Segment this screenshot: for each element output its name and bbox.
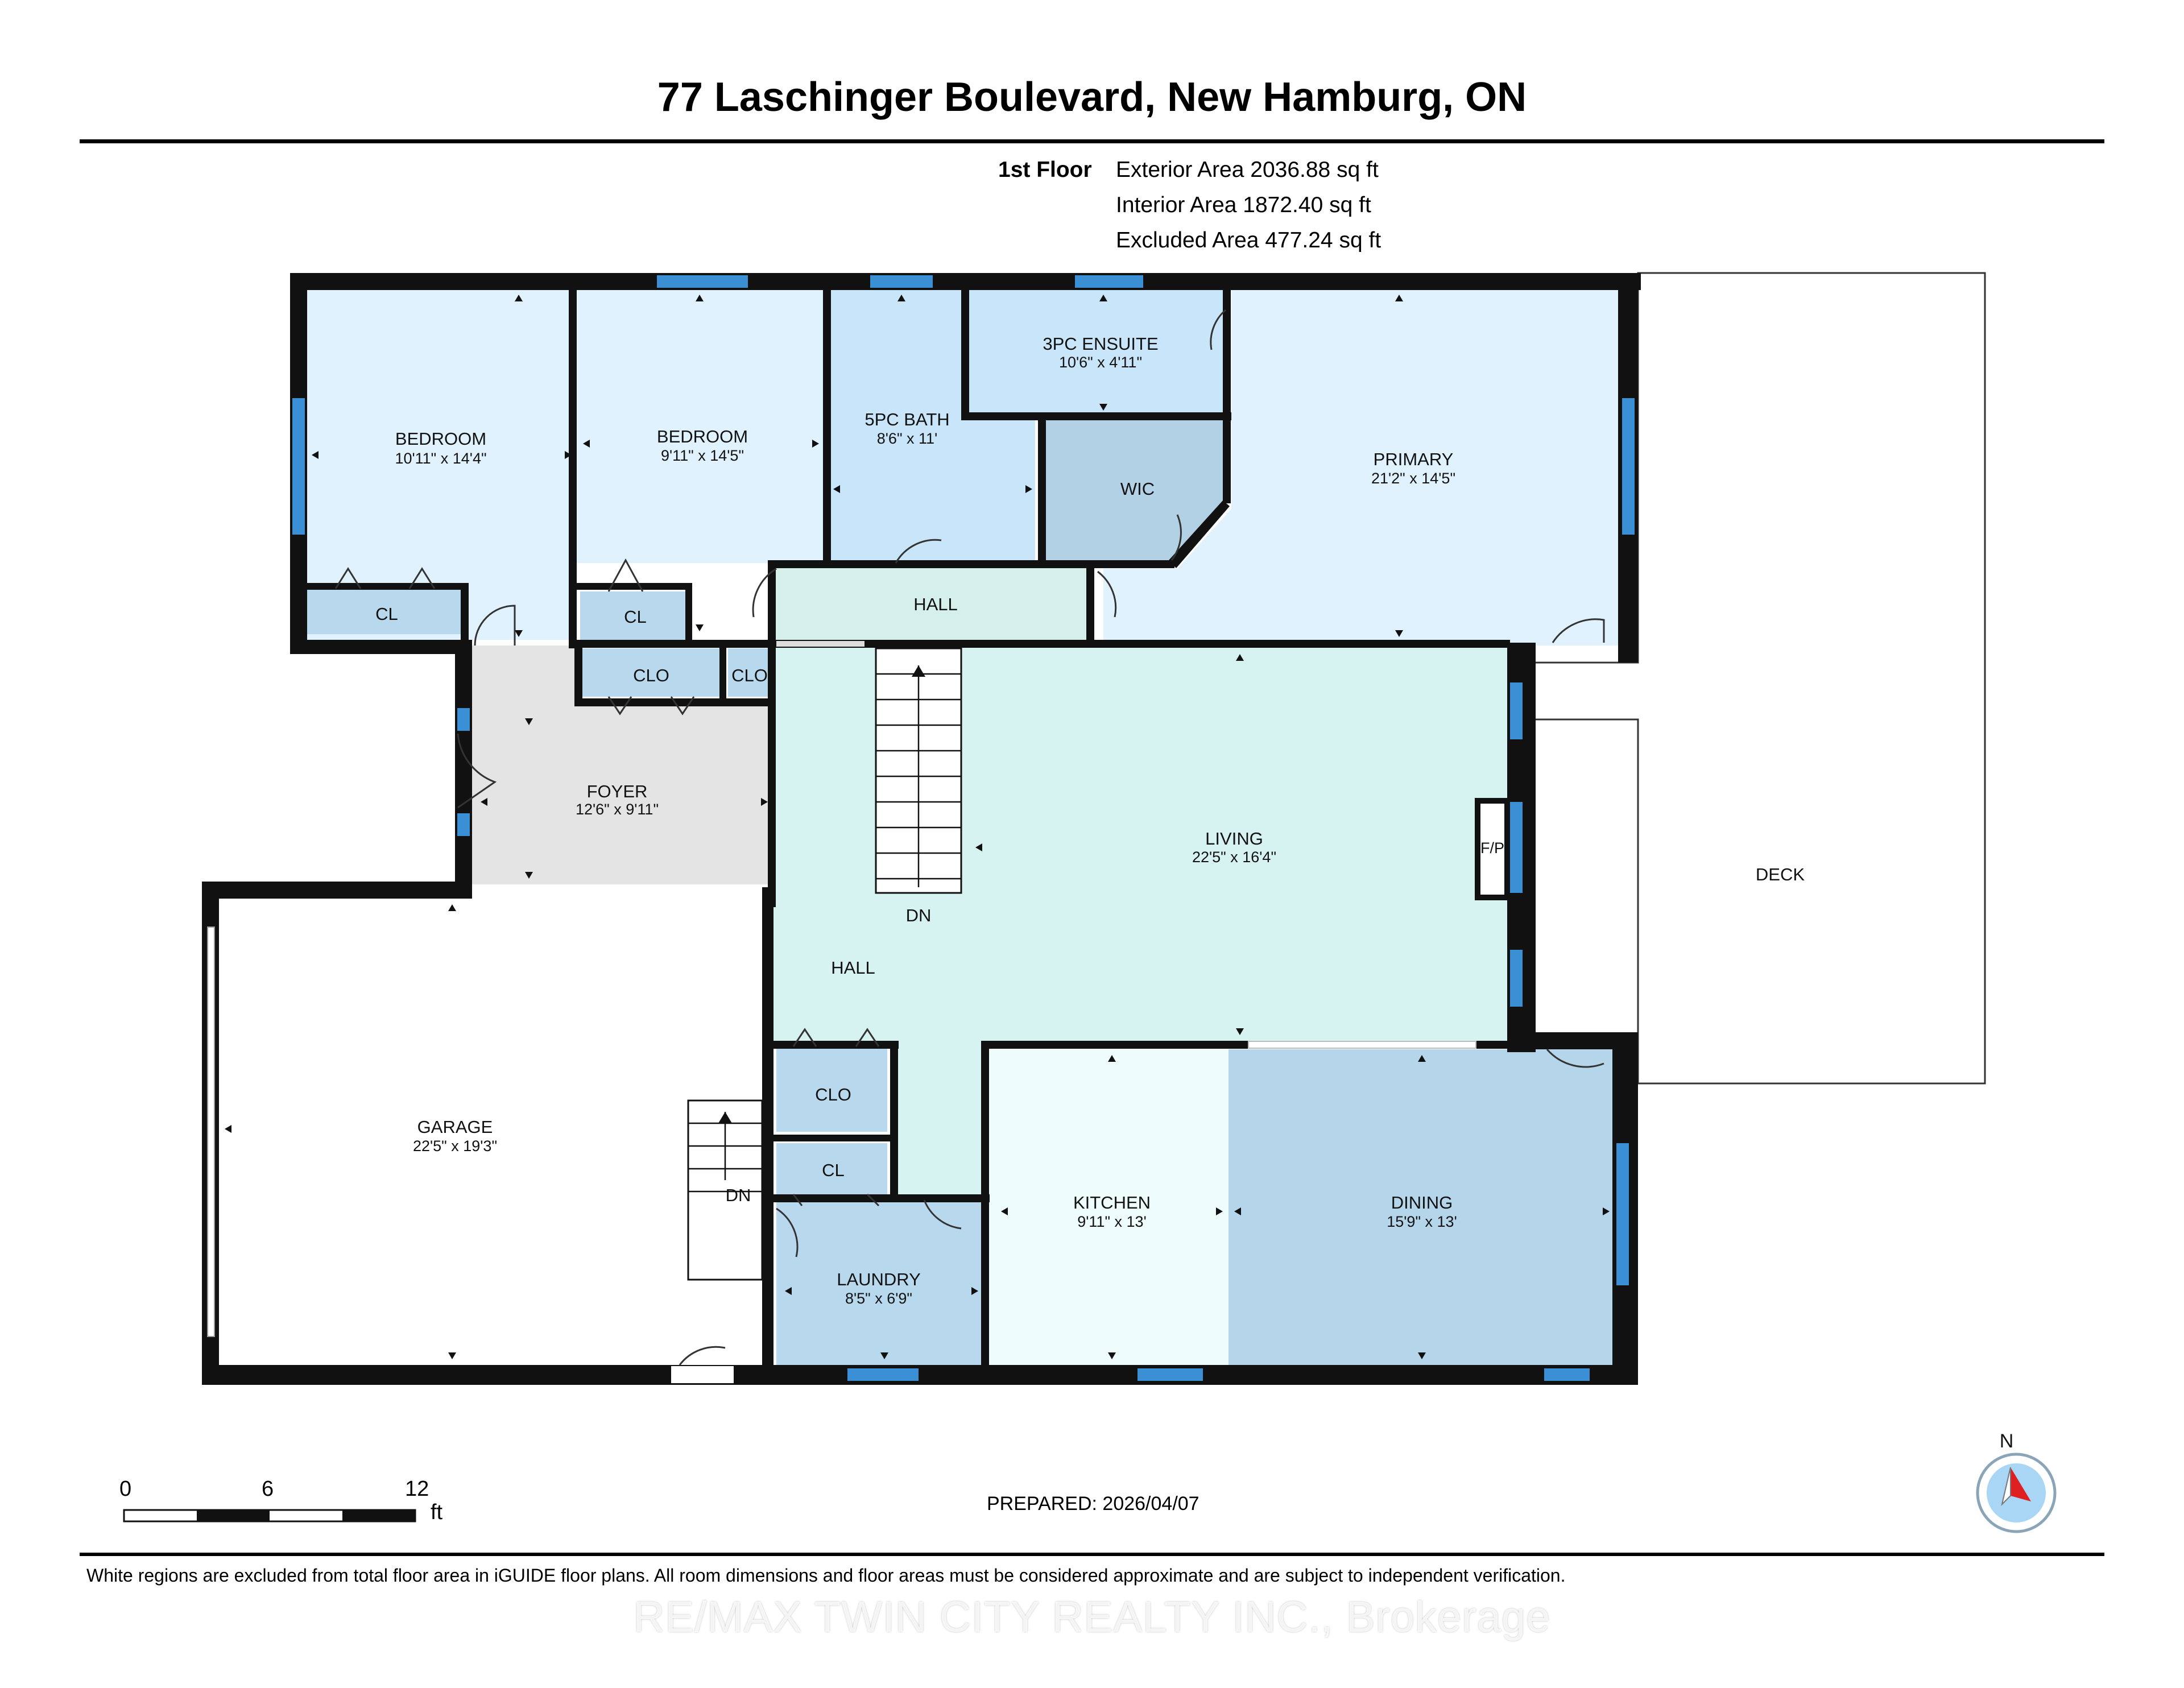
bedroom-left-dims: 10'11" x 14'4" [395,450,486,467]
living-name: LIVING [1205,829,1263,849]
fireplace-label: F/P [1480,839,1504,857]
closet-clo2 [728,648,771,697]
ensuite-dims: 10'6" x 4'11" [1059,354,1142,371]
kitchen-dims: 9'11" x 13' [1077,1213,1146,1230]
kitchen-name: KITCHEN [1073,1193,1151,1213]
scale-label-mid: 6 [262,1477,274,1501]
closet-cl2 [580,591,688,640]
scale-bar [123,1509,416,1522]
fireplace: F/P [1475,798,1510,900]
garage-name: GARAGE [417,1117,493,1137]
bedroom-middle-dims: 9'11" x 14'5" [661,447,744,464]
clo2-name: CLO [731,665,768,685]
bath-name: 5PC BATH [864,409,949,429]
stairs-garage-label: DN [726,1185,751,1205]
dining-name: DINING [1391,1193,1453,1213]
closet-clo3 [776,1046,887,1132]
clo3-name: CLO [815,1085,851,1104]
openings [207,641,1476,1383]
bedroom-middle-name: BEDROOM [657,427,748,446]
closet-clo1 [580,648,722,697]
brokerage-watermark: RE/MAX TWIN CITY REALTY INC., Brokerage [633,1593,1551,1641]
primary-name: PRIMARY [1374,449,1454,469]
foyer-dims: 12'6" x 9'11" [576,801,659,818]
page-title: 77 Laschinger Boulevard, New Hamburg, ON [657,75,1527,120]
scale-label-unit: ft [431,1500,443,1524]
clo1-name: CLO [633,665,669,685]
scale-label-max: 12 [405,1477,429,1501]
exterior-area: Exterior Area 2036.88 sq ft [1116,158,1379,182]
primary-dims: 21'2" x 14'5" [1371,470,1455,487]
laundry-name: LAUNDRY [837,1269,921,1289]
scale-label-zero: 0 [119,1477,132,1501]
stairs-main: DN [875,647,962,925]
prepared-date: PREPARED: 2026/04/07 [987,1493,1199,1515]
interior-walls [301,284,1513,1371]
hall-lower-name: HALL [831,958,875,978]
stairs-garage: DN [687,1099,763,1281]
garage-dims: 22'5" x 19'3" [413,1137,497,1155]
footer-divider [80,1553,2104,1556]
stairs-main-label: DN [906,905,932,925]
hall-upper-name: HALL [913,594,958,614]
dining [1228,1049,1618,1365]
garage [219,896,768,1365]
windows [292,275,1635,1381]
cl3-name: CL [822,1160,845,1180]
wic [1041,418,1228,563]
doors [334,309,1605,1366]
deck-label: DECK [1756,864,1805,884]
closet-cl3 [776,1143,887,1194]
foyer-name: FOYER [587,781,648,801]
north-arrow-icon: N [1976,1430,2057,1533]
header-divider [80,139,2104,143]
bedroom-left [301,290,572,640]
primary-bedroom [1103,290,1621,646]
cl1-name: CL [375,604,398,624]
laundry-dims: 8'5" x 6'9" [845,1290,912,1307]
interior-area: Interior Area 1872.40 sq ft [1116,193,1371,217]
bedroom-middle [574,290,825,563]
bedroom-left-name: BEDROOM [395,429,486,449]
exterior-walls [202,273,1641,1385]
living-dims: 22'5" x 16'4" [1192,849,1276,866]
ensuite-name: 3PC ENSUITE [1043,334,1158,354]
floor-label: 1st Floor [998,158,1092,182]
wic-name: WIC [1120,479,1155,499]
cl2-name: CL [624,607,647,627]
closet-cl1 [307,589,466,634]
excluded-area: Excluded Area 477.24 sq ft [1116,228,1381,253]
ensuite-3pc [967,290,1228,415]
laundry [776,1200,984,1365]
room-labels: BEDROOM 10'11" x 14'4" BEDROOM 9'11" x 1… [375,334,1457,1307]
compass-label: N [2000,1430,2014,1452]
disclaimer: White regions are excluded from total fl… [86,1565,1566,1586]
deck: DECK [1532,272,1986,1085]
hall-upper [774,566,1092,643]
bath-dims: 8'6" x 11' [877,430,937,447]
kitchen [990,1049,1228,1365]
dining-dims: 15'9" x 13' [1387,1213,1457,1230]
